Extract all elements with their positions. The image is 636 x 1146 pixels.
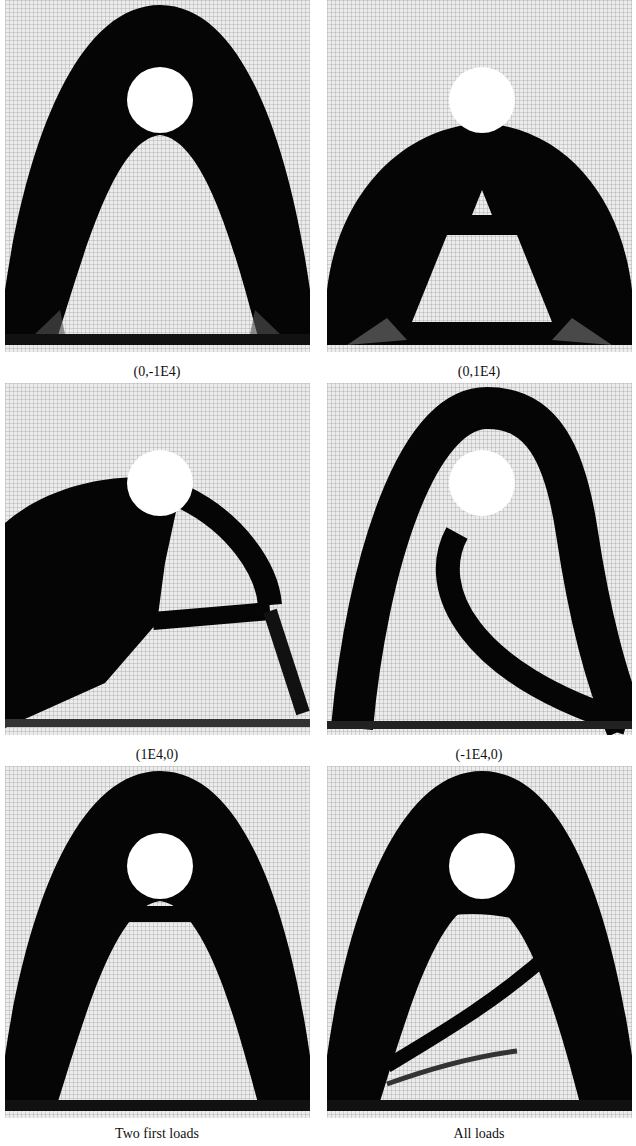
panel-caption: (0,1E4) [458,363,500,381]
panel-caption: (0,-1E4) [133,363,180,381]
result-panel [327,383,632,735]
panel-caption: All loads [454,1125,505,1143]
result-panel [5,0,310,352]
result-panel [5,766,310,1118]
result-panel [327,766,632,1118]
panel-caption: Two first loads [115,1125,199,1143]
result-panel [327,0,632,352]
panel-caption: (-1E4,0) [455,746,502,764]
panel-caption: (1E4,0) [136,746,178,764]
result-panel [5,383,310,735]
